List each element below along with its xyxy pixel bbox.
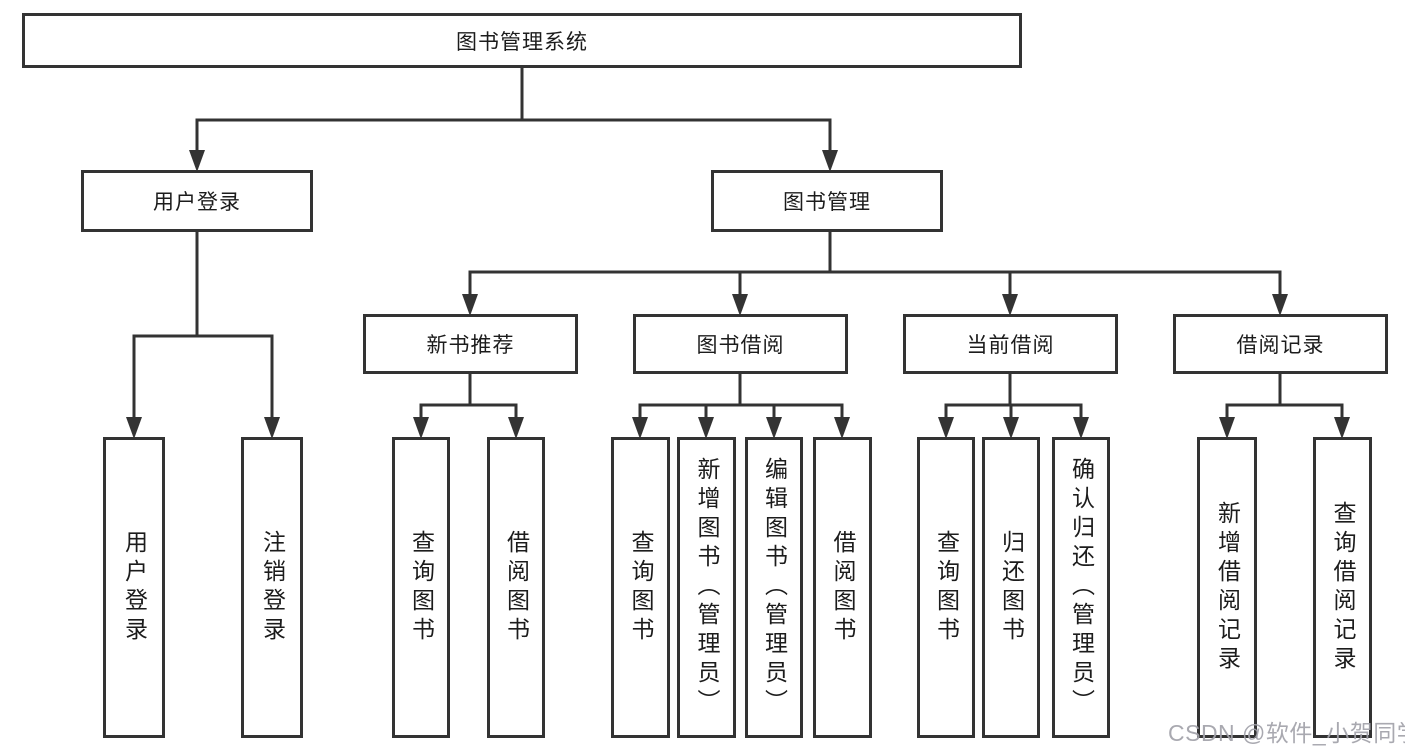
leaf-user-login-label: 用户登录 bbox=[121, 529, 148, 646]
leaf-confirm-return-admin: 确认归还（管理员） bbox=[1052, 437, 1110, 738]
leaf-user-login: 用户登录 bbox=[103, 437, 165, 738]
leaf-logout: 注销登录 bbox=[241, 437, 303, 738]
leaf-add-borrow-record: 新增借阅记录 bbox=[1197, 437, 1257, 738]
node-book-borrowing: 图书借阅 bbox=[633, 314, 848, 374]
node-new-book-recommend: 新书推荐 bbox=[363, 314, 578, 374]
connector-book-borrowing-to-leaves bbox=[632, 374, 850, 439]
node-user-login-branch: 用户登录 bbox=[81, 170, 313, 232]
node-current-borrowing: 当前借阅 bbox=[903, 314, 1118, 374]
connector-root-to-level2 bbox=[189, 68, 838, 172]
leaf-query-books-current-label: 查询图书 bbox=[933, 529, 960, 646]
connector-book-management-to-level3 bbox=[462, 232, 1288, 316]
node-borrow-records: 借阅记录 bbox=[1173, 314, 1388, 374]
csdn-watermark: CSDN @软件_小贺同学 bbox=[1168, 720, 1405, 746]
leaf-borrow-books-recommend-label: 借阅图书 bbox=[503, 529, 530, 646]
leaf-borrow-books-borrowing-label: 借阅图书 bbox=[830, 529, 856, 646]
leaf-query-borrow-record-label: 查询借阅记录 bbox=[1330, 500, 1356, 675]
leaf-borrow-books-recommend: 借阅图书 bbox=[487, 437, 545, 738]
connector-user-login-to-leaves bbox=[126, 232, 280, 439]
leaf-logout-label: 注销登录 bbox=[259, 529, 286, 646]
leaf-query-borrow-record: 查询借阅记录 bbox=[1313, 437, 1372, 738]
leaf-query-books-borrowing-label: 查询图书 bbox=[628, 529, 654, 646]
leaf-query-books-borrowing: 查询图书 bbox=[611, 437, 670, 738]
leaf-add-books-admin-label: 新增图书（管理员） bbox=[694, 457, 720, 718]
connector-borrow-records-to-leaves bbox=[1219, 374, 1350, 439]
leaf-borrow-books-borrowing: 借阅图书 bbox=[813, 437, 872, 738]
leaf-add-books-admin: 新增图书（管理员） bbox=[677, 437, 736, 738]
leaf-return-books-label: 归还图书 bbox=[998, 529, 1025, 646]
node-book-management-branch: 图书管理 bbox=[711, 170, 943, 232]
leaf-query-books-recommend: 查询图书 bbox=[392, 437, 450, 738]
leaf-query-books-recommend-label: 查询图书 bbox=[408, 529, 435, 646]
leaf-return-books: 归还图书 bbox=[982, 437, 1040, 738]
connector-new-book-recommend-to-leaves bbox=[413, 374, 524, 439]
leaf-edit-books-admin-label: 编辑图书（管理员） bbox=[761, 457, 788, 718]
leaf-add-borrow-record-label: 新增借阅记录 bbox=[1214, 500, 1241, 675]
leaf-edit-books-admin: 编辑图书（管理员） bbox=[745, 437, 803, 738]
connector-current-borrowing-to-leaves bbox=[938, 374, 1089, 439]
leaf-query-books-current: 查询图书 bbox=[917, 437, 975, 738]
node-root-system: 图书管理系统 bbox=[22, 13, 1022, 68]
leaf-confirm-return-admin-label: 确认归还（管理员） bbox=[1068, 457, 1095, 718]
